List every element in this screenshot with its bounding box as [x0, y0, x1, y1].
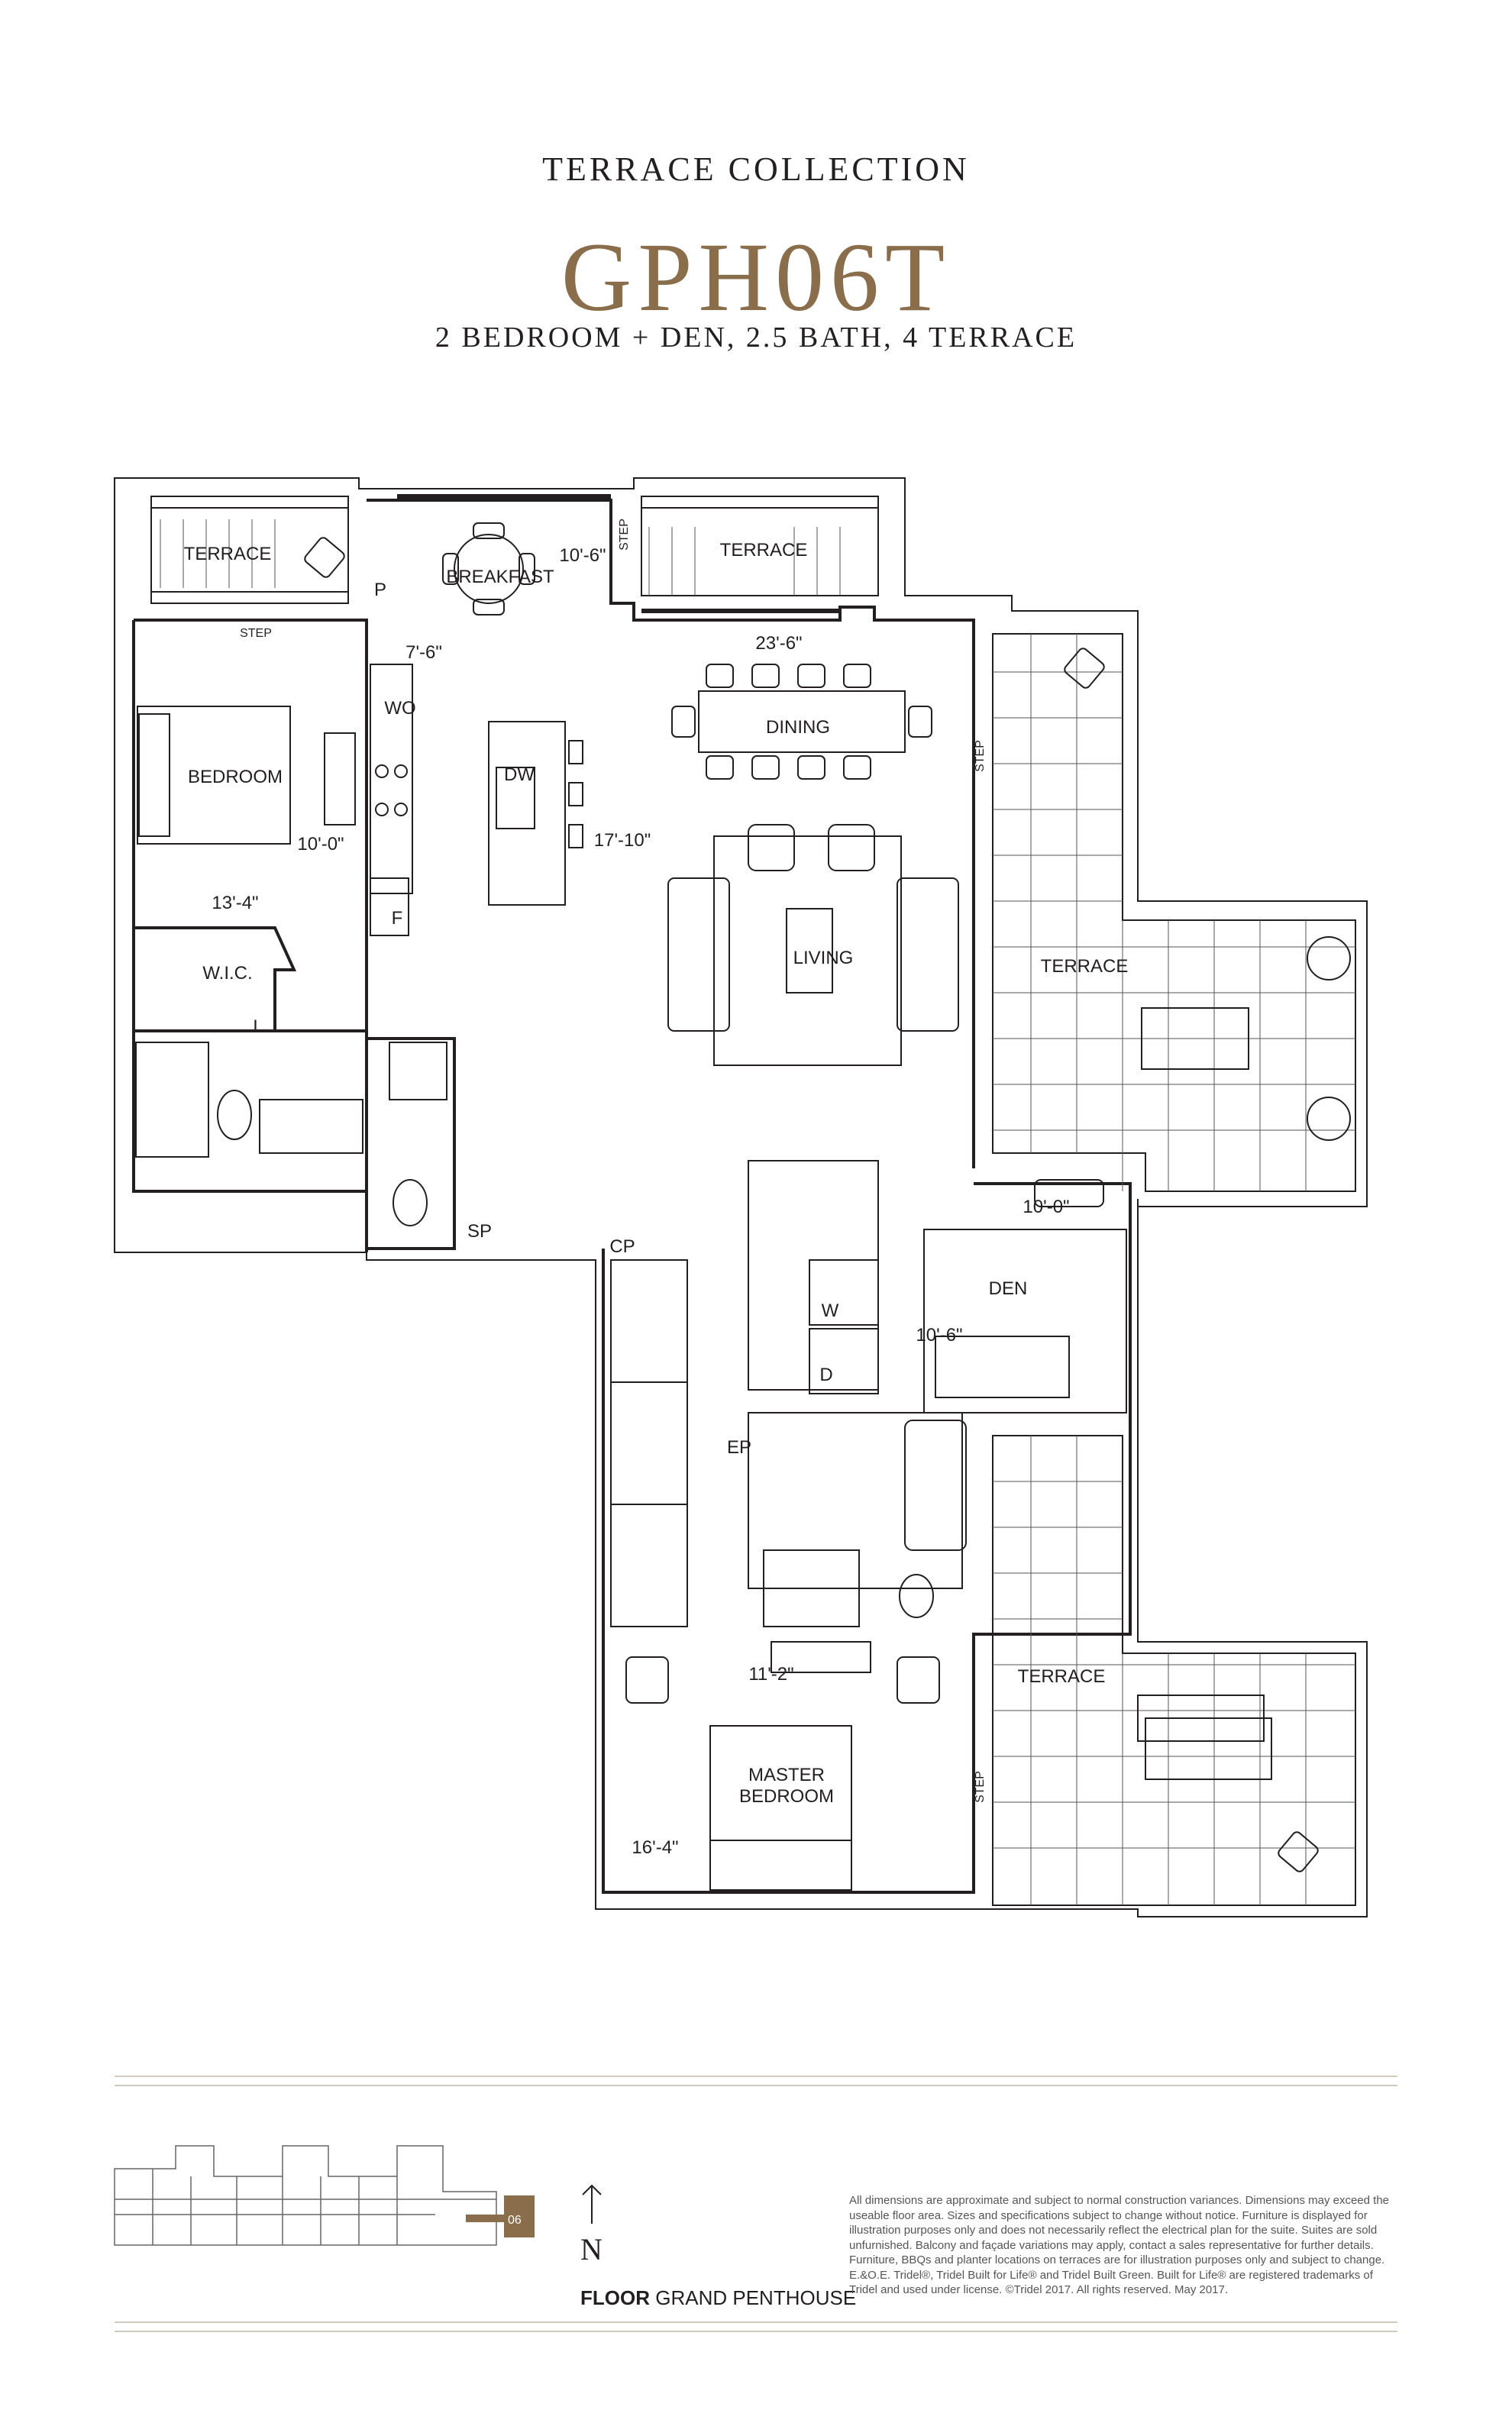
top-divider-2 [115, 2085, 1397, 2086]
dim-den-h: 10'-6" [916, 1325, 962, 1346]
collection-title: TERRACE COLLECTION [542, 150, 970, 188]
dim-master: 16'-4" [632, 1837, 678, 1858]
tag-step-n: STEP [618, 519, 631, 551]
floor-name: GRAND PENTHOUSE [655, 2286, 857, 2309]
dim-living: 17'-10" [594, 830, 651, 851]
room-bedroom: BEDROOM [188, 767, 283, 787]
tag-d: D [819, 1365, 832, 1385]
tag-p: P [374, 580, 386, 600]
unit-description: 2 BEDROOM + DEN, 2.5 BATH, 4 TERRACE [435, 321, 1077, 354]
tag-l: L [253, 1016, 263, 1037]
floor-label: FLOOR GRAND PENTHOUSE [580, 2286, 856, 2310]
north-arrow-icon [582, 2184, 602, 2224]
bottom-divider-2 [115, 2331, 1397, 2332]
room-master: MASTER [748, 1765, 825, 1785]
tag-step-e: STEP [974, 740, 987, 772]
dim-wic: 13'-4" [212, 893, 258, 913]
room-dining: DINING [766, 717, 830, 738]
tag-sp: SP [467, 1221, 492, 1242]
dim-bedroom: 10'-0" [297, 834, 344, 855]
dim-den-w: 10'-0" [1023, 1197, 1069, 1217]
dim-breakfast: 10'-6" [559, 545, 606, 566]
room-terrace-n: TERRACE [720, 540, 808, 561]
keyplan-unit: 06 [508, 2214, 522, 2227]
floor-label-bold: FLOOR [580, 2286, 650, 2309]
room-breakfast: BREAKFAST [446, 567, 554, 587]
top-divider [115, 2076, 1397, 2077]
tag-step-se: STEP [974, 1771, 987, 1803]
dim-dining: 23'-6" [755, 633, 802, 654]
dim-ensuite: 11'-2" [748, 1664, 793, 1685]
tag-dw: DW [504, 764, 535, 785]
room-wic: W.I.C. [202, 963, 252, 984]
room-living: LIVING [793, 948, 854, 968]
tag-f: F [392, 908, 403, 929]
tag-step-nw: STEP [240, 627, 272, 640]
disclaimer: All dimensions are approximate and subje… [849, 2194, 1390, 2296]
room-terrace-e: TERRACE [1041, 956, 1129, 977]
north-label: N [580, 2232, 603, 2266]
room-master-bedroom: BEDROOM [739, 1786, 834, 1807]
room-den: DEN [989, 1278, 1028, 1299]
unit-title: GPH06T [561, 223, 951, 331]
tag-cp: CP [609, 1236, 635, 1257]
bottom-divider [115, 2321, 1397, 2323]
tag-wo: WO [384, 698, 415, 719]
keyplan: 06 [114, 2145, 535, 2246]
room-terrace-nw: TERRACE [184, 544, 272, 564]
tag-ep: EP [727, 1437, 751, 1458]
room-terrace-se: TERRACE [1018, 1666, 1106, 1687]
tag-w: W [822, 1300, 839, 1321]
dim-kitchen: 7'-6" [405, 642, 442, 663]
